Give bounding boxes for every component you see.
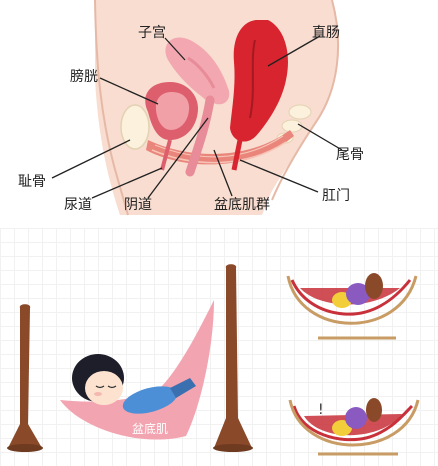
label-pubis: 耻骨 [18,174,46,190]
label-anus: 肛门 [322,188,350,204]
big-hammock [60,300,214,440]
sagging-hammock-icon: ! [288,398,420,456]
leader-lines [51,35,343,199]
hammock-svg: ! [7,264,420,456]
label-urethra: 尿道 [64,197,92,213]
anus [231,139,243,171]
label-rectum: 直肠 [312,25,340,41]
vagina [185,95,215,177]
label-vagina: 阴道 [124,197,152,213]
sleeping-child-icon [72,354,196,414]
label-bladder: 膀胱 [70,69,98,85]
anatomy-svg [51,0,343,216]
urethra [160,139,172,171]
hammock-label: 盆底肌 [132,422,169,436]
pubis-bone [120,104,150,150]
label-pelvic-floor-muscles: 盆底肌群 [214,197,270,213]
wooden-post-icon [7,304,43,452]
healthy-hammock-icon [286,273,418,340]
label-coccyx: 尾骨 [336,147,364,163]
rectum [230,20,288,142]
wooden-post-icon [213,264,253,452]
label-uterus: 子宫 [138,25,166,41]
svg-text:!: ! [318,402,324,418]
hammock-illustration: ! 盆底肌 [0,228,438,466]
anatomy-diagram: 子宫 直肠 膀胱 尾骨 耻骨 尿道 阴道 盆底肌群 肛门 [0,0,438,228]
